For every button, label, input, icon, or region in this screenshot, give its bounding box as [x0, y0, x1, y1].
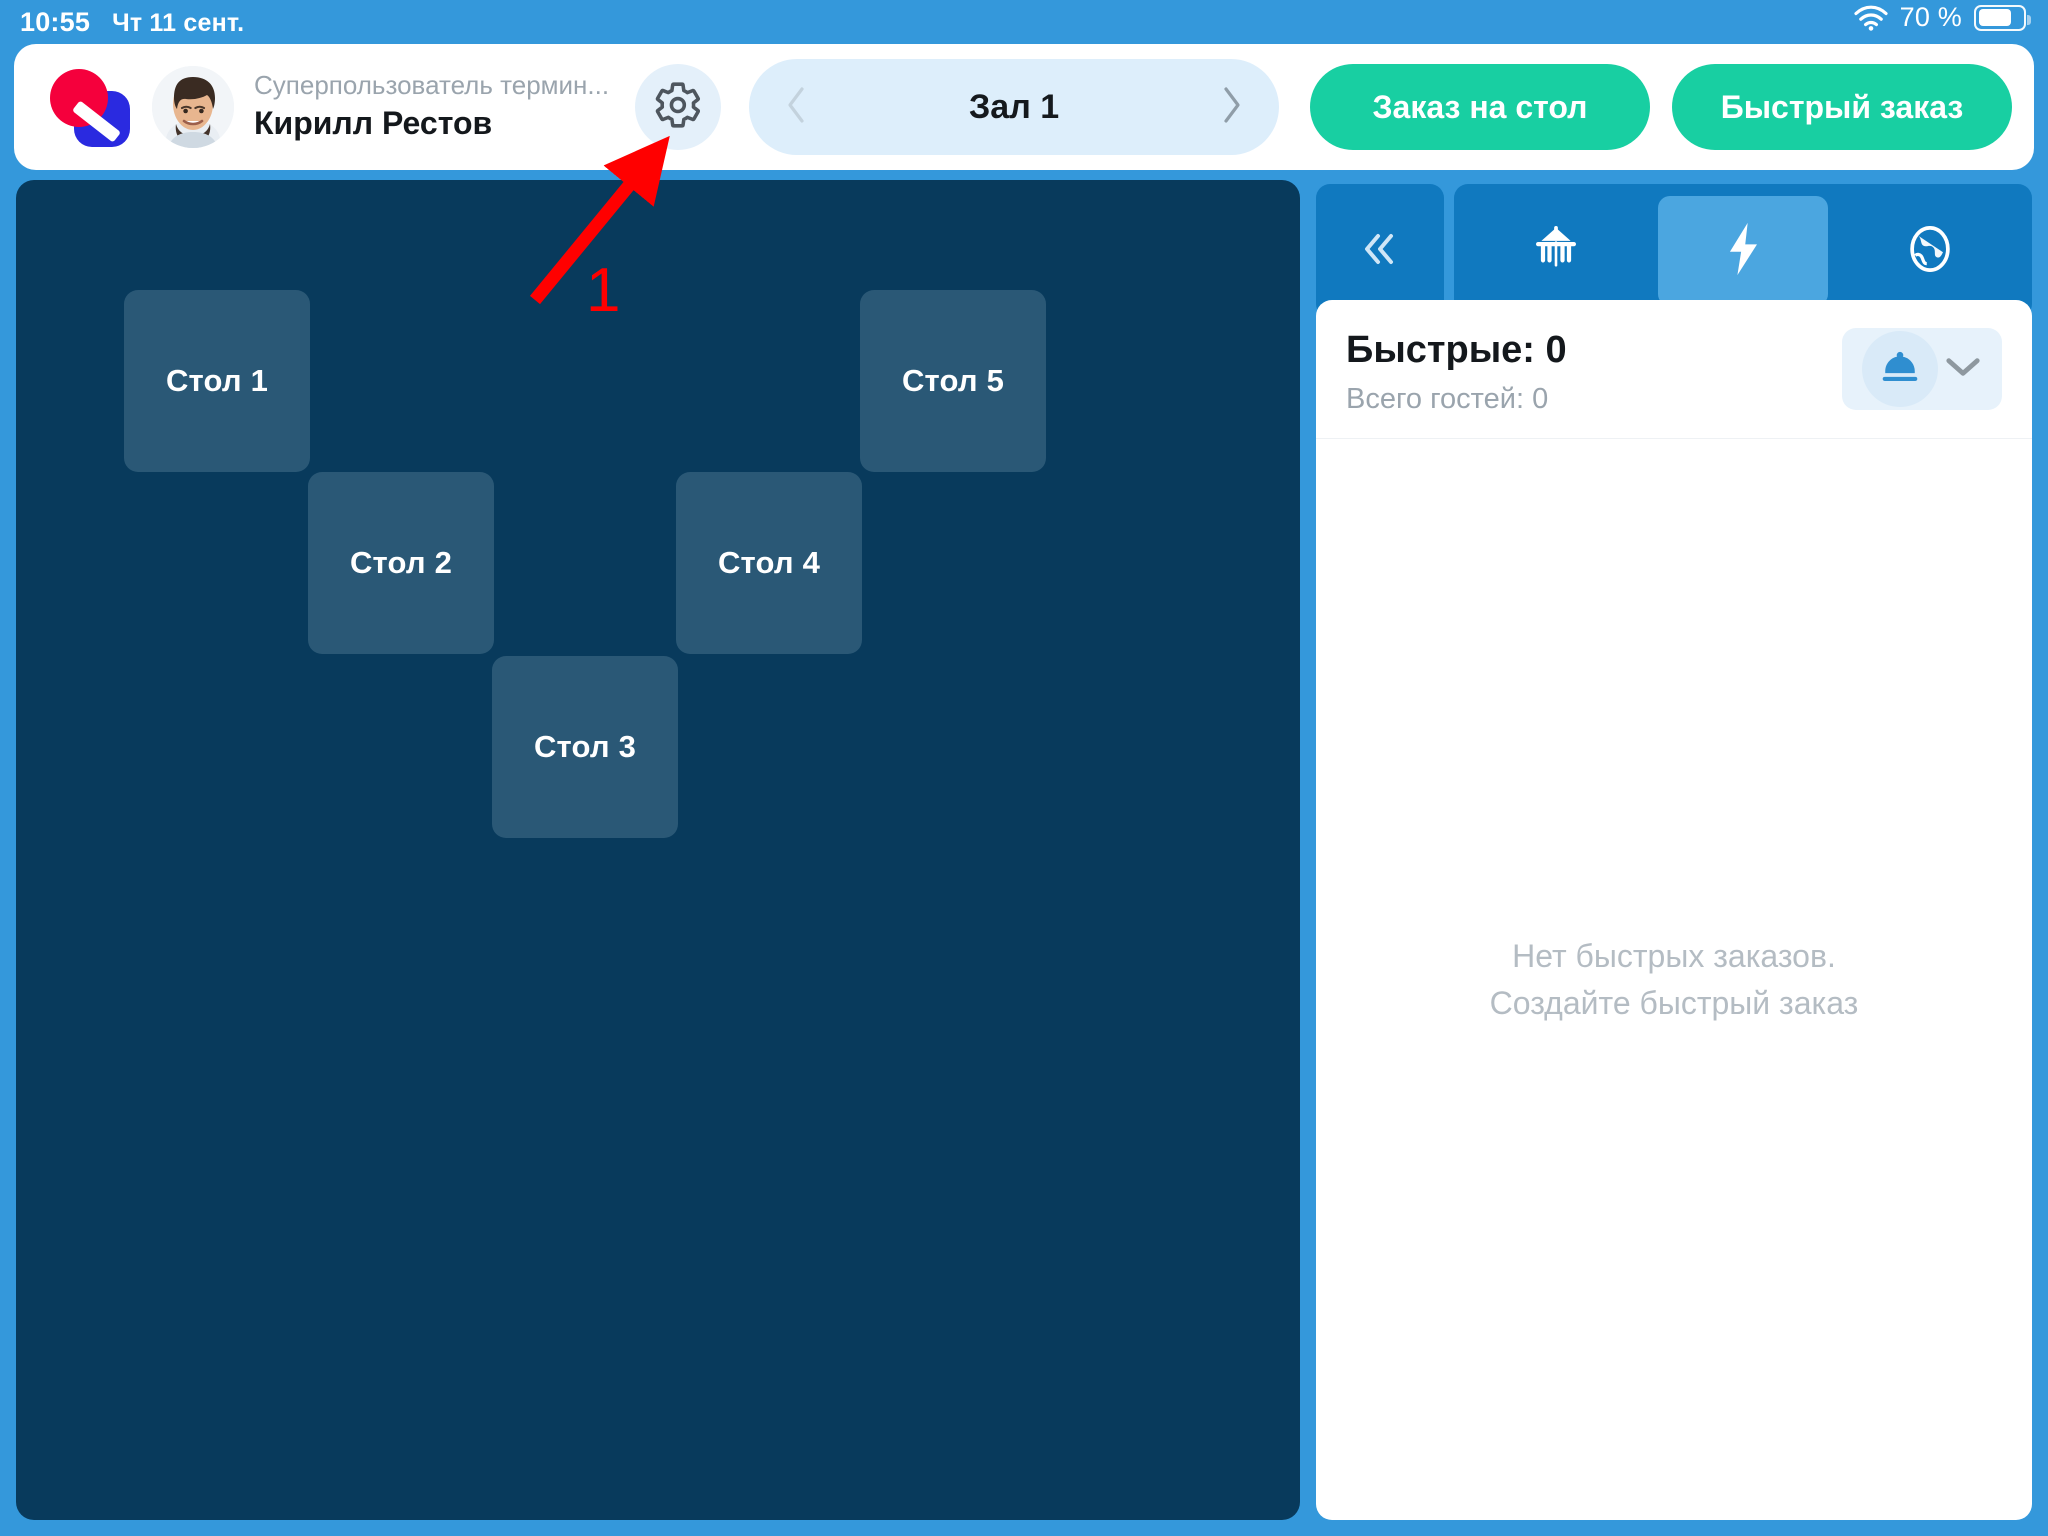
tab-tables[interactable]: [1471, 196, 1641, 306]
hall-name-label: Зал 1: [968, 87, 1060, 126]
app-logo: [40, 59, 136, 155]
serve-action-button[interactable]: [1842, 328, 2002, 410]
user-avatar[interactable]: [152, 66, 234, 148]
chevron-double-left-icon: [1357, 229, 1403, 274]
user-info[interactable]: Суперпользователь термин... Кирилл Ресто…: [254, 69, 609, 145]
empty-state-line-2: Создайте быстрый заказ: [1489, 984, 1859, 1021]
globe-icon: [1904, 223, 1956, 280]
collapse-panel-button[interactable]: [1316, 184, 1444, 318]
serving-dome-icon: [1862, 331, 1938, 407]
table-item[interactable]: Стол 3: [492, 656, 678, 838]
app-header: Суперпользователь термин... Кирилл Ресто…: [14, 44, 2034, 170]
quick-orders-body: Нет быстрых заказов. Создайте быстрый за…: [1316, 439, 2032, 1520]
gear-icon: [653, 80, 703, 135]
table-item[interactable]: Стол 2: [308, 472, 494, 654]
status-date: Чт 11 сент.: [112, 8, 245, 37]
user-role-label: Суперпользователь термин...: [254, 69, 610, 100]
user-name-label: Кирилл Рестов: [254, 105, 493, 142]
order-to-table-button[interactable]: Заказ на стол: [1310, 64, 1650, 150]
battery-icon: [1974, 4, 2031, 31]
chevron-down-icon[interactable]: [1944, 354, 1982, 385]
total-guests-label: Всего гостей: 0: [1346, 382, 1549, 415]
chevron-right-icon[interactable]: [1219, 84, 1245, 131]
table-umbrella-icon: [1530, 223, 1582, 280]
wifi-icon: [1854, 5, 1888, 31]
empty-state-line-1: Нет быстрых заказов.: [1512, 938, 1836, 975]
lightning-bolt-icon: [1717, 221, 1769, 282]
table-item[interactable]: Стол 4: [676, 472, 862, 654]
quick-orders-panel: Быстрые: 0 Всего гостей: 0: [1316, 300, 2032, 1520]
table-item[interactable]: Стол 1: [124, 290, 310, 472]
quick-orders-count: Быстрые: 0: [1346, 329, 1567, 371]
header-actions: Заказ на стол Быстрый заказ: [1310, 64, 2012, 150]
empty-state: Нет быстрых заказов. Создайте быстрый за…: [1490, 933, 1859, 1026]
settings-button[interactable]: [635, 64, 722, 150]
tab-quick-orders[interactable]: [1657, 196, 1828, 306]
chevron-left-icon[interactable]: [783, 84, 809, 131]
hall-selector[interactable]: Зал 1: [749, 59, 1280, 155]
status-time: 10:55: [20, 6, 91, 37]
status-bar-left: 10:55 Чт 11 сент.: [20, 7, 244, 38]
table-item[interactable]: Стол 5: [860, 290, 1046, 472]
quick-orders-header: Быстрые: 0 Всего гостей: 0: [1316, 300, 2032, 440]
floor-plan[interactable]: Стол 1 Стол 2 Стол 3 Стол 4 Стол 5: [16, 180, 1300, 1520]
right-panel-toolbar: [1316, 184, 2032, 318]
right-panel-tabs: [1454, 184, 2032, 318]
battery-percent: 70 %: [1899, 2, 1962, 32]
tab-delivery[interactable]: [1845, 196, 2015, 306]
status-bar: 10:55 Чт 11 сент. 70 %: [0, 0, 2048, 44]
status-bar-right: 70 %: [1854, 2, 2031, 33]
quick-orders-titles: Быстрые: 0 Всего гостей: 0: [1346, 328, 1842, 416]
quick-order-button[interactable]: Быстрый заказ: [1672, 64, 2012, 150]
